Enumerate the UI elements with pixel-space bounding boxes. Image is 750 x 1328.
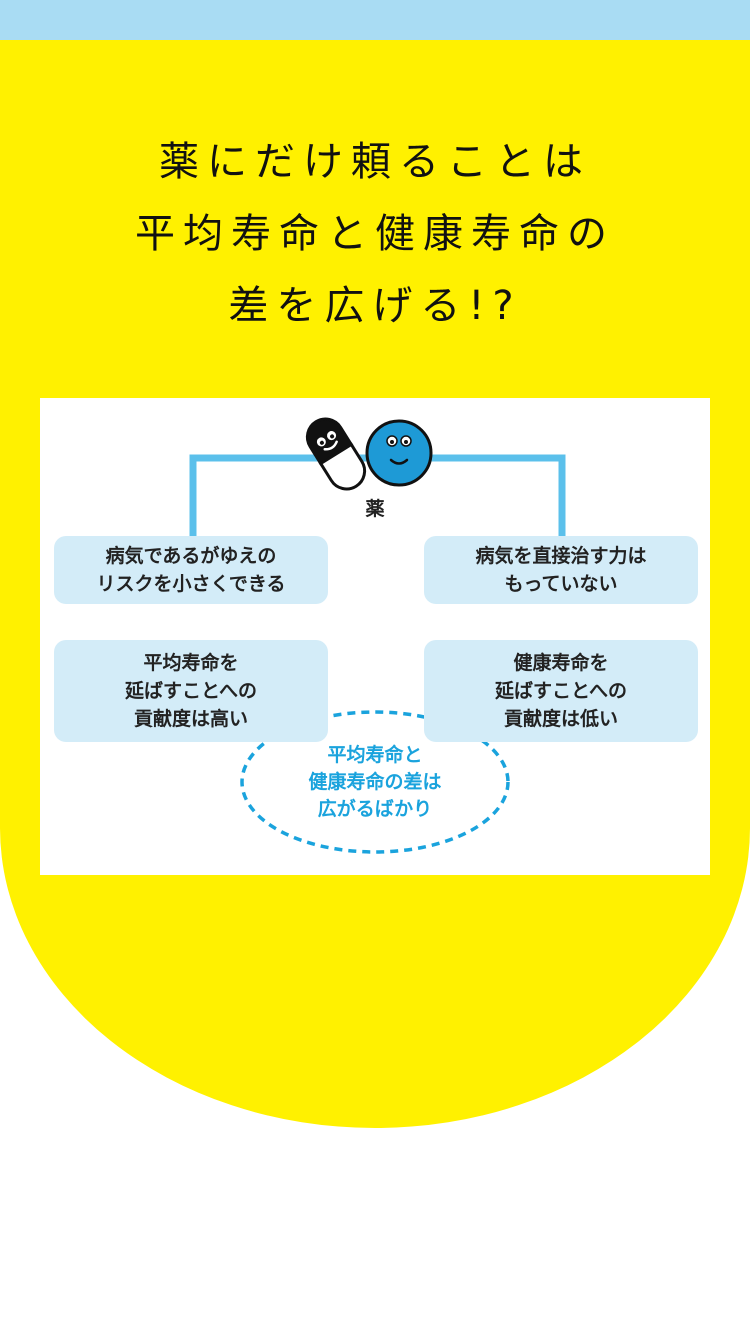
box-text-line: 延ばすことへの — [124, 680, 258, 702]
box-text-line: 健康寿命を — [513, 652, 609, 674]
top-bar — [0, 0, 750, 40]
headline-line-2: 平均寿命と健康寿命の — [135, 211, 615, 257]
box-cannot-cure: 病気を直接治す力は もっていない — [424, 536, 698, 604]
box-healthy-life-low: 健康寿命を 延ばすことへの 貢献度は低い — [424, 640, 698, 742]
outcome-text: 平均寿命と 健康寿命の差は 広がるばかり — [240, 742, 510, 823]
headline: 薬にだけ頼ることは 平均寿命と健康寿命の 差を広げる!? — [0, 126, 750, 342]
diagram-figure: 薬 病気であるがゆえの リスクを小さくできる 病気を直接治す力は もっていない … — [40, 398, 710, 875]
box-reduces-risk: 病気であるがゆえの リスクを小さくできる — [54, 536, 328, 604]
headline-line-1: 薬にだけ頼ることは — [159, 139, 591, 185]
headline-line-3: 差を広げる!? — [228, 283, 522, 329]
diagram-graphics — [189, 417, 566, 854]
box-text-line: 延ばすことへの — [494, 680, 628, 702]
box-text-line: 病気を直接治す力は — [475, 545, 647, 567]
capsule-character-icon — [305, 417, 367, 491]
box-text-line: もっていない — [504, 573, 618, 595]
box-text-line: 貢献度は低い — [503, 708, 618, 730]
box-life-expectancy-high: 平均寿命を 延ばすことへの 貢献度は高い — [54, 640, 328, 742]
outcome-line: 健康寿命の差は — [308, 771, 442, 793]
outcome-line: 平均寿命と — [327, 744, 423, 766]
box-text-line: リスクを小さくできる — [96, 573, 286, 595]
box-text-line: 病気であるがゆえの — [105, 545, 277, 567]
outcome-line: 広がるばかり — [317, 798, 433, 820]
outcome-ellipse — [240, 710, 510, 854]
medicine-label: 薬 — [365, 498, 385, 520]
box-text-line: 貢献度は高い — [133, 708, 248, 730]
tablet-character-icon — [365, 419, 433, 487]
box-text-line: 平均寿命を — [143, 652, 239, 674]
